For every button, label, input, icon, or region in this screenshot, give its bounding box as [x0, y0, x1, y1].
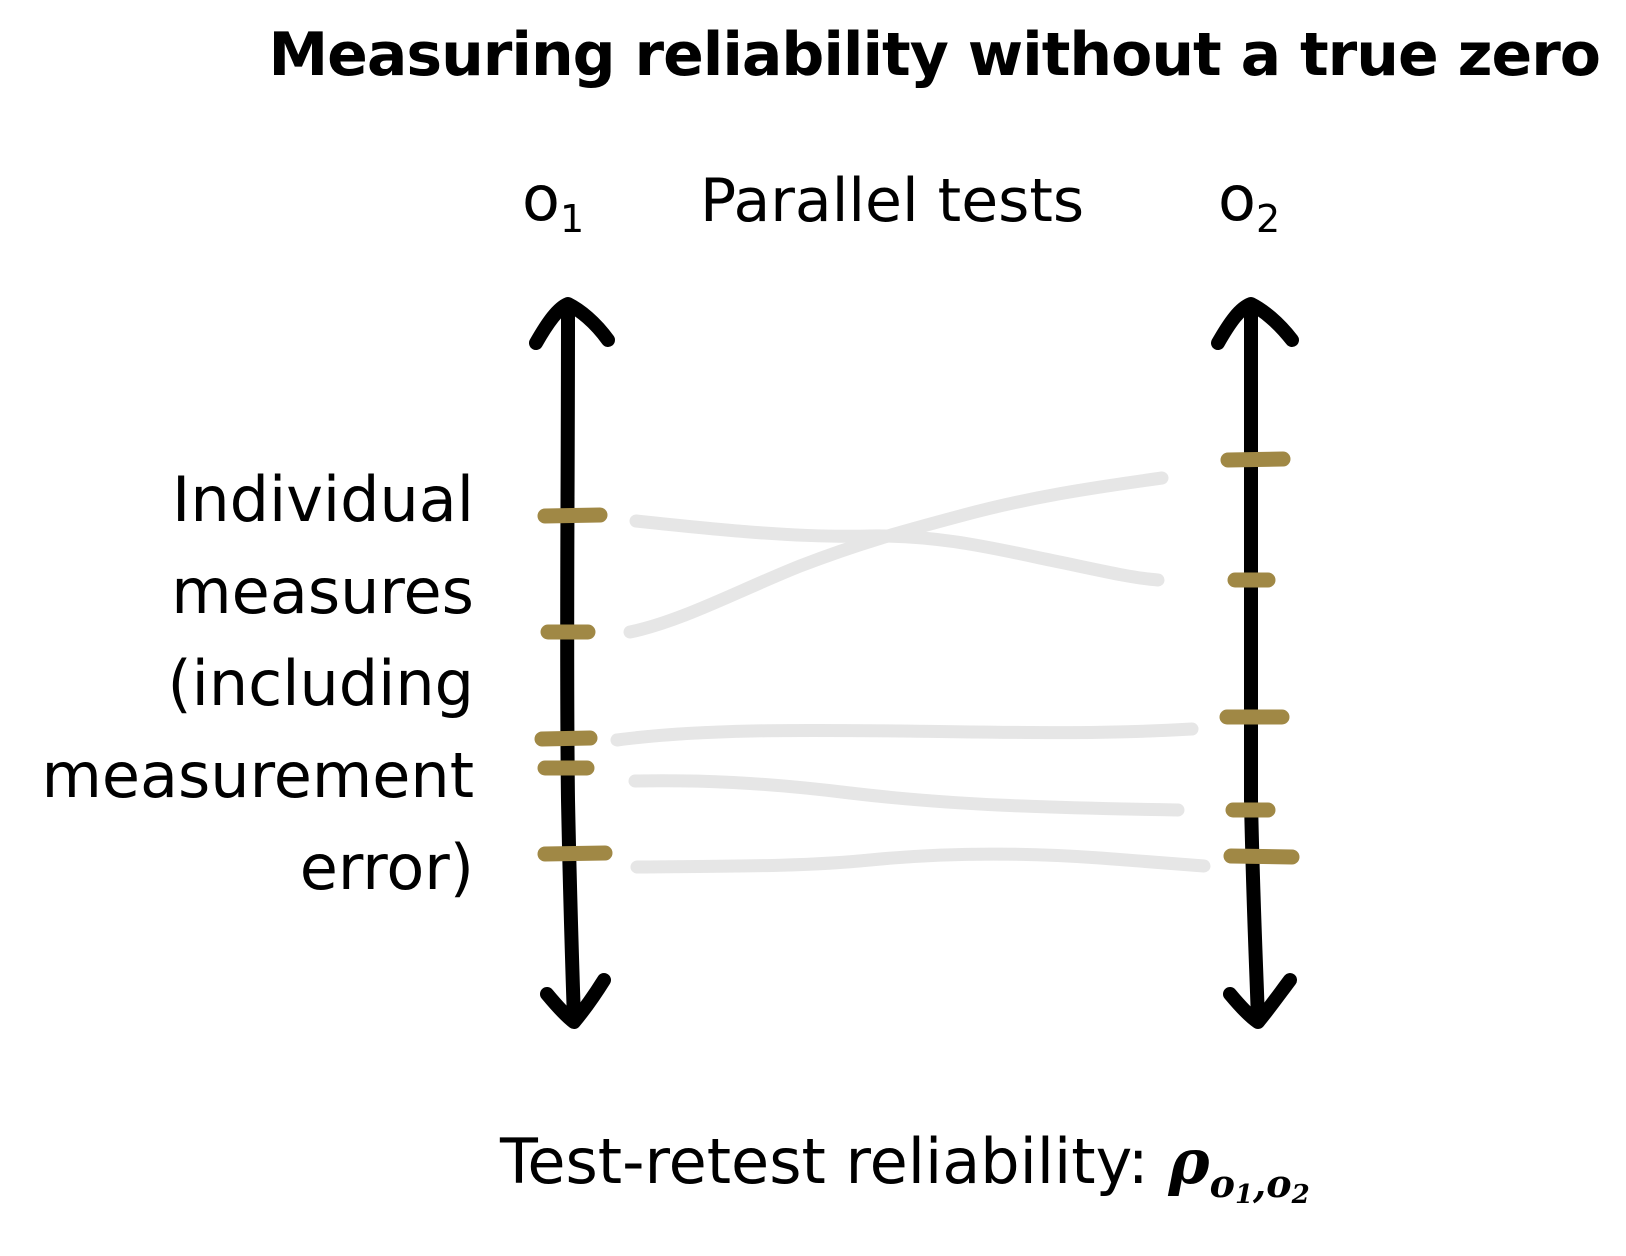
rho-sub-a-index: 1	[1234, 1180, 1254, 1210]
reliability-formula: Test-retest reliability: ρo1,o2	[500, 1125, 1310, 1210]
connector-1	[629, 514, 1165, 587]
ticks-o1	[534, 507, 613, 862]
axis-o2-arrow-up-icon	[1211, 297, 1299, 350]
axis-o1-arrow-up-icon	[529, 297, 615, 350]
diagram-title: Measuring reliability without a true zer…	[268, 20, 1601, 90]
tick-o1-3	[534, 730, 598, 747]
axis-o2	[1211, 297, 1299, 1029]
rho-symbol: ρ	[1168, 1125, 1210, 1198]
connector-5	[630, 847, 1211, 874]
rho-sub-separator: ,	[1253, 1161, 1267, 1206]
side-label-line-2: measures	[171, 555, 474, 628]
side-label-line-5: error)	[299, 831, 474, 904]
connector-lines	[610, 471, 1211, 874]
axis-o1	[529, 297, 615, 1029]
axis-label-o2: o2	[1218, 162, 1280, 241]
tick-o1-1	[537, 507, 608, 524]
axis-o2-name: o	[1218, 162, 1256, 235]
connector-3	[610, 722, 1199, 747]
rho-sub-a: o	[1209, 1161, 1235, 1206]
axis-o2-arrow-down-icon	[1223, 973, 1297, 1029]
axis-o2-line	[1243, 303, 1265, 1027]
rho-sub-b: o	[1266, 1161, 1292, 1206]
connector-4	[628, 774, 1185, 817]
side-label-line-4: measurement	[41, 739, 474, 812]
axis-o1-name: o	[522, 162, 560, 235]
parallel-tests-label: Parallel tests	[700, 166, 1085, 236]
axis-o1-subscript: 1	[559, 197, 585, 241]
ticks-o2	[1219, 451, 1300, 865]
side-label-line-1: Individual	[172, 463, 474, 536]
tick-o1-5	[537, 845, 613, 862]
side-label-line-3: (including	[167, 647, 474, 720]
axis-o1-line	[560, 303, 581, 1027]
rho-subscript: o1,o2	[1209, 1161, 1310, 1210]
footer-prefix: Test-retest reliability:	[500, 1125, 1169, 1198]
connector-2	[623, 471, 1169, 639]
axis-label-o1: o1	[522, 162, 584, 241]
axis-o1-arrow-down-icon	[540, 973, 611, 1029]
individual-measures-label: Individual measures (including measureme…	[41, 454, 474, 914]
tick-o2-5	[1223, 848, 1300, 865]
rho-sub-b-index: 2	[1291, 1180, 1310, 1210]
tick-o2-1	[1220, 451, 1291, 468]
axis-o2-subscript: 2	[1255, 197, 1281, 241]
